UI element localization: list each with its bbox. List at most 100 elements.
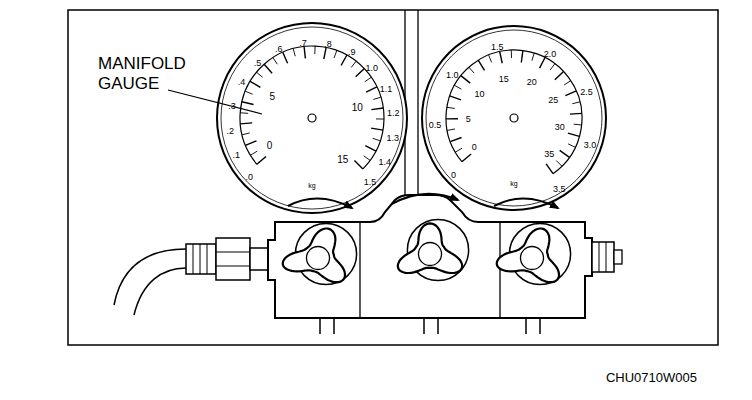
scale-number: 0.5 [429,121,442,131]
gauge-pivot [308,114,316,122]
gauge-tick [550,64,555,70]
turn-arrow [288,198,352,208]
hose-nut [216,238,250,280]
gauge-tick [283,52,288,63]
gauge-tick [366,87,377,92]
label-slot: 1.2 [387,102,400,120]
label-slot: 0 [267,135,273,153]
gauge-tick [341,55,347,65]
gauge-tick [574,124,582,126]
gauge-tick [371,108,383,110]
gauge-tick [257,157,266,165]
fitting-neck [250,248,268,270]
scale-number: 3.5 [553,185,566,195]
scale-number: 35 [544,150,554,160]
fitting-nipple [614,250,622,264]
knob-hub [306,246,329,269]
gauge-tick [365,77,372,82]
gauge-tick [447,129,455,130]
gauge-tick [250,81,260,87]
gauge-tick [324,47,326,59]
gauge-tick [242,102,254,105]
gauge-tick [245,91,252,94]
gauge-ticks [240,46,582,174]
label-slot: 5 [466,108,471,126]
label-slot: 3.0 [584,134,597,152]
scale-number: .2 [227,127,235,137]
turn-arrow [392,194,458,204]
right-fitting [592,242,614,272]
label-slot: 10 [475,83,485,101]
gauge-tick [546,164,553,174]
gauge-rim [217,23,407,213]
scale-number: 1.1 [380,85,393,95]
scale-number: .0 [245,173,253,183]
gauge-rim [426,30,602,206]
label-slot: .7 [299,32,307,50]
gauge-tick [273,58,277,65]
gauge-tick [565,91,576,96]
gauge-tick [478,60,484,70]
gauge-tick [446,118,458,120]
scale-number: 2.5 [580,88,593,98]
gauge-tick [532,53,534,61]
scale-number: .9 [348,48,356,58]
gauge-tick [568,133,580,136]
gauge-tick [314,46,315,54]
label-slot: .0 [245,166,253,184]
gauge-tick [455,148,462,152]
gauge-tick [489,55,492,62]
label-slot: 0 [472,136,477,154]
gauge-tick [250,151,257,155]
label-slot: kg [510,172,517,190]
scale-number: 1.5 [491,43,504,53]
scale-number: 1.0 [365,64,378,74]
scale-number: 0 [451,171,456,181]
label-slot: 20 [527,71,537,89]
gauge-tick [351,61,356,67]
gauge-tick [568,144,575,147]
scale-number: 1.5 [364,178,377,188]
gauge-tick [240,112,248,114]
scale-number: 1.0 [446,71,459,81]
scale-number: 0 [267,140,273,151]
manifold-body [268,195,592,318]
nut-edge [216,266,250,267]
scale-number: .7 [299,39,307,49]
scale-number: .8 [324,40,332,50]
leader-line [168,90,262,114]
body-legs [320,318,540,334]
frame [68,10,718,345]
gauge-tick [240,122,252,124]
scale-number: .4 [238,78,246,88]
gauge-tick [469,67,474,73]
label-slot: 25 [548,89,558,107]
label-slot: CHU0710W005 [606,368,697,386]
gauge-tick [304,46,305,58]
label-slot: 15 [499,68,509,86]
valve-knob [497,229,559,283]
knob-hub [418,242,441,265]
scale-number: 15 [337,154,348,165]
unit-label: kg [308,182,315,190]
label-slot: 1.4 [379,151,392,169]
gauge-tick [555,71,564,79]
hose [114,249,186,305]
gauge-tick [511,50,512,58]
nut-edge [216,252,250,253]
gauge-tick [454,85,461,89]
gauge-tick [256,72,262,77]
scale-number: .3 [228,102,236,112]
scale-number: 30 [555,123,565,133]
scale-number: 10 [352,102,363,113]
gauge-tick [293,49,295,57]
label-slot: 2.0 [544,43,557,61]
ferrule-ridge [200,244,201,274]
gauge-tick [564,81,571,85]
callout-label: MANIFOLD GAUGE [98,54,198,95]
scale-number: 1.3 [387,134,400,144]
gauge-tick [373,97,381,99]
scale-number: 2.0 [544,50,557,60]
scale-number: 25 [548,96,558,106]
label-slot: .2 [227,120,235,138]
